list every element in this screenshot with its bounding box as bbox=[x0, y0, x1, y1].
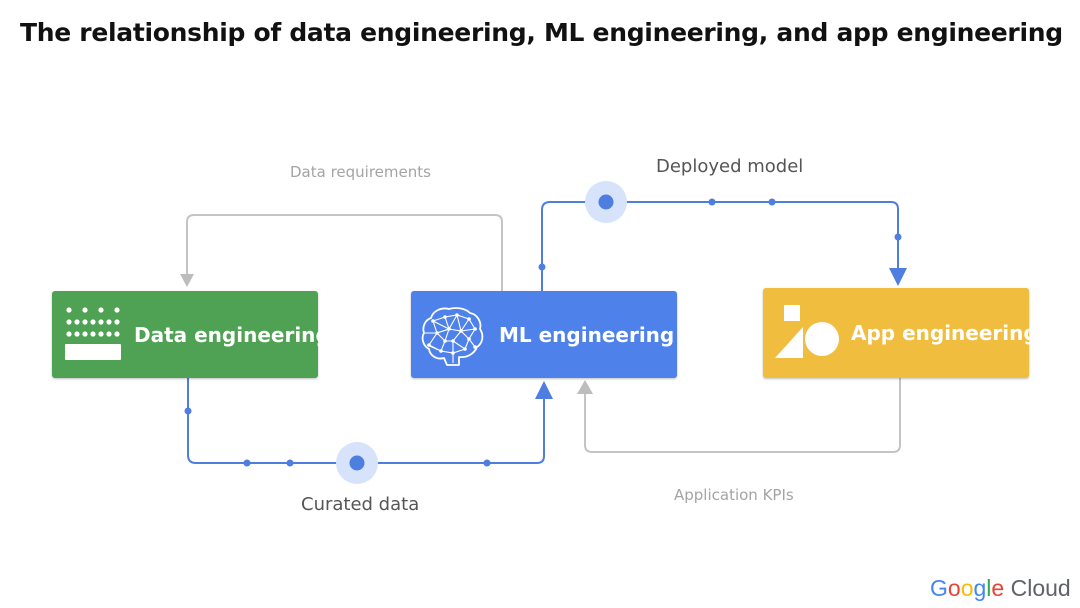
cloud-wordmark: Cloud bbox=[1010, 575, 1071, 601]
ml-engineering-label: ML engineering bbox=[499, 322, 675, 347]
app-engineering-box: App engineering bbox=[763, 288, 1038, 378]
brain-network-icon bbox=[421, 306, 484, 366]
application-kpis-label: Application KPIs bbox=[674, 486, 794, 504]
deployed-model-connector bbox=[538, 181, 907, 291]
ml-engineering-box: ML engineering bbox=[411, 291, 677, 378]
data-requirements-label: Data requirements bbox=[290, 163, 431, 181]
app-engineering-label: App engineering bbox=[851, 321, 1038, 345]
google-cloud-logo: Google Cloud bbox=[930, 575, 1071, 602]
data-engineering-label: Data engineering bbox=[134, 322, 330, 347]
shapes-icon bbox=[775, 305, 839, 358]
data-engineering-box: Data engineering bbox=[52, 291, 330, 378]
page-title: The relationship of data engineering, ML… bbox=[20, 18, 1063, 47]
application-kpis-connector bbox=[577, 378, 901, 453]
curated-data-connector bbox=[184, 378, 553, 484]
curated-data-label: Curated data bbox=[301, 494, 420, 515]
data-requirements-connector bbox=[180, 214, 503, 291]
data-grid-icon bbox=[65, 306, 121, 360]
deployed-model-label: Deployed model bbox=[656, 156, 804, 177]
google-wordmark: Google bbox=[930, 575, 1005, 601]
